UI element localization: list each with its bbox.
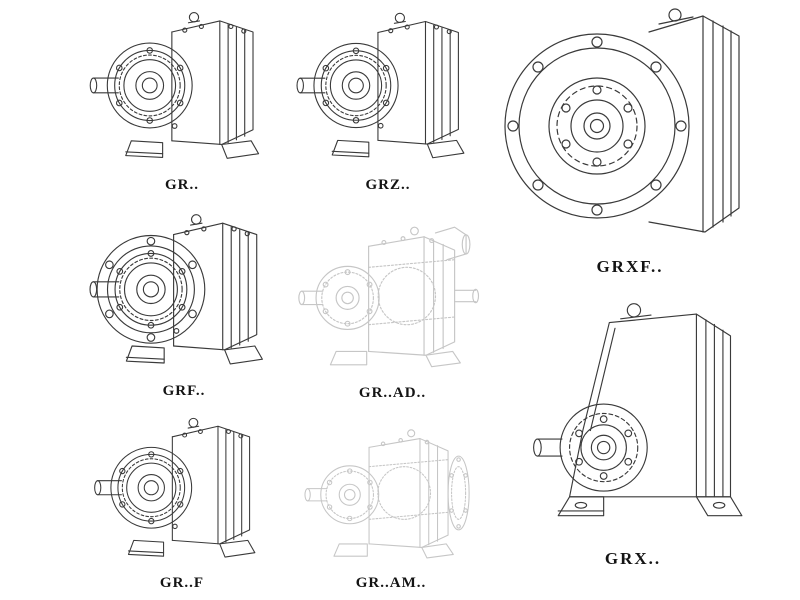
figure-label-grfoot: GR..F (159, 575, 205, 591)
figure-gram: GR..AM.. (292, 414, 490, 592)
figure-label-grf: GRF.. (162, 383, 206, 399)
gearbox-drawing-gr-ad (290, 210, 495, 382)
figure-gr: GR.. (82, 8, 282, 194)
figure-label-grxf: GRXF.. (596, 257, 664, 276)
figure-label-gr: GR.. (165, 177, 199, 193)
figure-grf: GRF.. (80, 210, 288, 400)
figure-grfoot: GR..F (84, 414, 280, 592)
figure-grx: GRX.. (502, 298, 764, 569)
gearbox-drawing-gr-am (292, 414, 490, 572)
figure-grad: GR..AD.. (290, 210, 495, 402)
figure-label-gram: GR..AM.. (355, 575, 427, 591)
gearbox-drawing-grz (292, 8, 484, 174)
gearbox-drawing-grf (80, 210, 288, 380)
figure-label-grz: GRZ.. (365, 177, 411, 193)
gearbox-drawing-gr (82, 8, 282, 174)
figure-label-grx: GRX.. (604, 549, 662, 568)
figure-label-grad: GR..AD.. (358, 385, 427, 401)
gearbox-drawing-grx (502, 298, 764, 546)
figure-grz: GRZ.. (292, 8, 484, 194)
gearbox-drawing-gr-f (84, 414, 280, 572)
gearbox-drawing-grxf (498, 2, 762, 254)
figure-grxf: GRXF.. (498, 2, 762, 277)
